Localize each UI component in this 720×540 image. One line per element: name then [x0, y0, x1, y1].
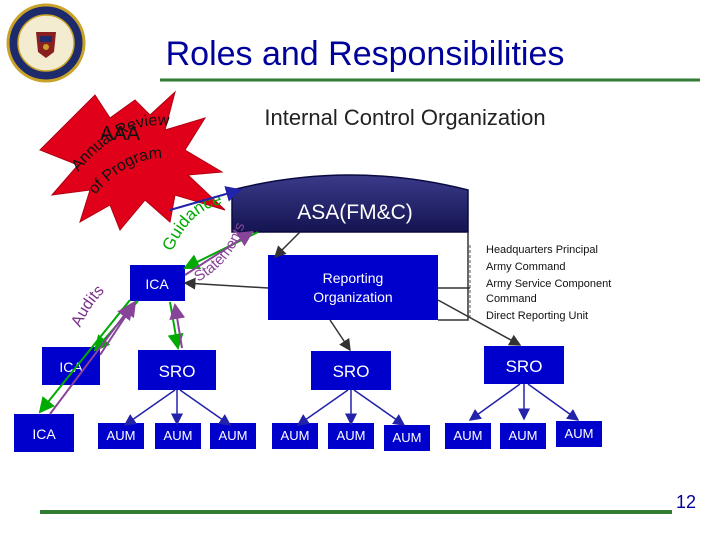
sro-box-3 — [484, 346, 564, 384]
aum-label: AUM — [393, 430, 422, 445]
reporting-note: Headquarters Principal Army Command Army… — [486, 244, 611, 322]
ica-bottom-label: ICA — [32, 426, 56, 442]
aum-label: AUM — [164, 428, 193, 443]
arrow-audits — [38, 299, 131, 414]
army-seal-icon — [6, 3, 86, 83]
aum-box — [272, 423, 318, 449]
aum-box — [155, 423, 201, 449]
note-line: Command — [486, 293, 537, 305]
aum-label: AUM — [219, 428, 248, 443]
audits-label: Audits — [68, 282, 107, 329]
arrow-statements — [184, 230, 254, 276]
aum-box — [500, 423, 546, 449]
note-line: Army Command — [486, 261, 565, 273]
aaa-label: AAA — [100, 123, 141, 145]
aaa-burst: AAA Annual Review of Program — [39, 90, 226, 231]
arrow-reporting-ica — [183, 277, 269, 290]
aum-label: AUM — [565, 426, 594, 441]
note-line: Headquarters Principal — [486, 244, 598, 256]
ica-bottom-box — [14, 414, 74, 452]
reporting-line1: Reporting — [323, 270, 384, 286]
page-title: Roles and Responsibilities — [166, 35, 565, 73]
aum-label: AUM — [281, 428, 310, 443]
ica-mid-box — [130, 265, 185, 301]
ica-left-box — [42, 347, 100, 385]
asa-oval — [231, 174, 469, 233]
aum-layer: AUM AUM AUM AUM AUM AUM AUM AUM AUM — [98, 421, 602, 451]
reporting-box — [268, 255, 438, 320]
aum-box — [98, 423, 144, 449]
aum-label: AUM — [337, 428, 366, 443]
sro-box-2 — [311, 351, 391, 390]
aum-box — [384, 425, 430, 451]
note-line: Army Service Component — [486, 278, 611, 290]
asa-label: ASA(FM&C) — [297, 201, 413, 224]
page-number: 12 — [676, 492, 696, 512]
aum-box — [210, 423, 256, 449]
aum-box — [445, 423, 491, 449]
aum-label: AUM — [107, 428, 136, 443]
aum-label: AUM — [454, 428, 483, 443]
sro-label-2: SRO — [333, 362, 370, 381]
aum-box — [556, 421, 602, 447]
arrow-asa-reporting — [438, 232, 469, 321]
connector-arrows — [38, 186, 580, 426]
ica-left-label: ICA — [59, 359, 83, 375]
aum-box — [328, 423, 374, 449]
aum-label: AUM — [509, 428, 538, 443]
note-line: Direct Reporting Unit — [486, 310, 588, 322]
sro-box-1 — [138, 350, 216, 390]
reporting-line2: Organization — [313, 289, 392, 305]
sro-label-1: SRO — [159, 362, 196, 381]
ica-mid-label: ICA — [145, 276, 169, 292]
org-subtitle: Internal Control Organization — [264, 105, 545, 130]
arrow-aaa-asa — [169, 186, 242, 211]
sro-label-3: SRO — [506, 357, 543, 376]
